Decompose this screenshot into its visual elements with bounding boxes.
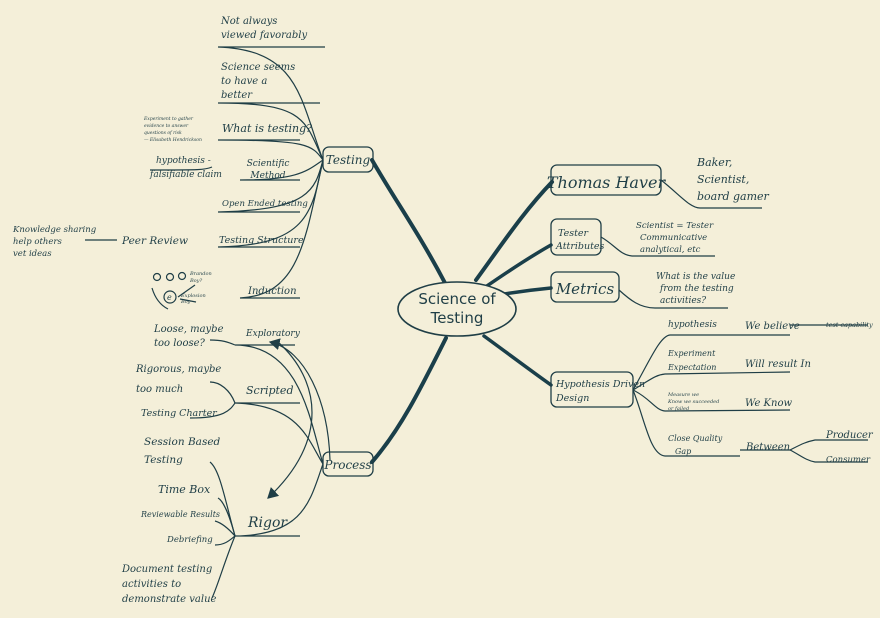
central-topic-ellipse[interactable]	[397, 281, 517, 337]
test-capability-text: test capability	[826, 321, 873, 329]
svg-text:e: e	[167, 293, 172, 302]
hypothesis-falsifiable-text: hypothesis -falsifiable claim	[149, 156, 222, 180]
rigor-text: Rigor	[247, 515, 288, 531]
metrics-node[interactable]	[550, 271, 620, 303]
testing-structure-text: Testing Structure	[219, 235, 304, 246]
we-know-text: We Know	[745, 398, 792, 409]
hdd-branches	[632, 324, 868, 463]
we-believe-text: We believe	[745, 321, 800, 332]
bio-text: Baker,Scientist,board gamer	[696, 156, 770, 203]
process-branches	[189, 338, 331, 599]
between-text: Between	[745, 442, 790, 453]
scripted-text: Scripted	[246, 384, 294, 397]
producer-text: Producer	[825, 430, 874, 441]
process-label: Process	[323, 458, 371, 472]
metrics-label: Metrics	[555, 280, 615, 298]
consumer-text: Consumer	[826, 455, 871, 465]
testing-label: Testing	[326, 153, 371, 167]
reviewable-results-text: Reviewable Results	[140, 510, 220, 519]
debriefing-text: Debriefing	[166, 535, 213, 545]
what-is-testing-text: What is testing?	[222, 122, 312, 135]
will-result-text: Will result In	[745, 359, 811, 370]
open-ended-testing-text: Open Ended testing	[222, 199, 308, 209]
induction-text: Induction	[247, 286, 297, 297]
hypothesis-text: hypothesis	[668, 320, 717, 330]
time-box-text: Time Box	[158, 483, 211, 496]
exploratory-text: Exploratory	[245, 329, 301, 339]
testing-charter-text: Testing Charter	[141, 408, 218, 419]
thomas-haver-label: Thomas Haver	[547, 173, 667, 192]
testing-branches	[85, 46, 325, 299]
trunk-branches	[370, 158, 554, 464]
peer-review-text: Peer Review	[121, 235, 188, 247]
